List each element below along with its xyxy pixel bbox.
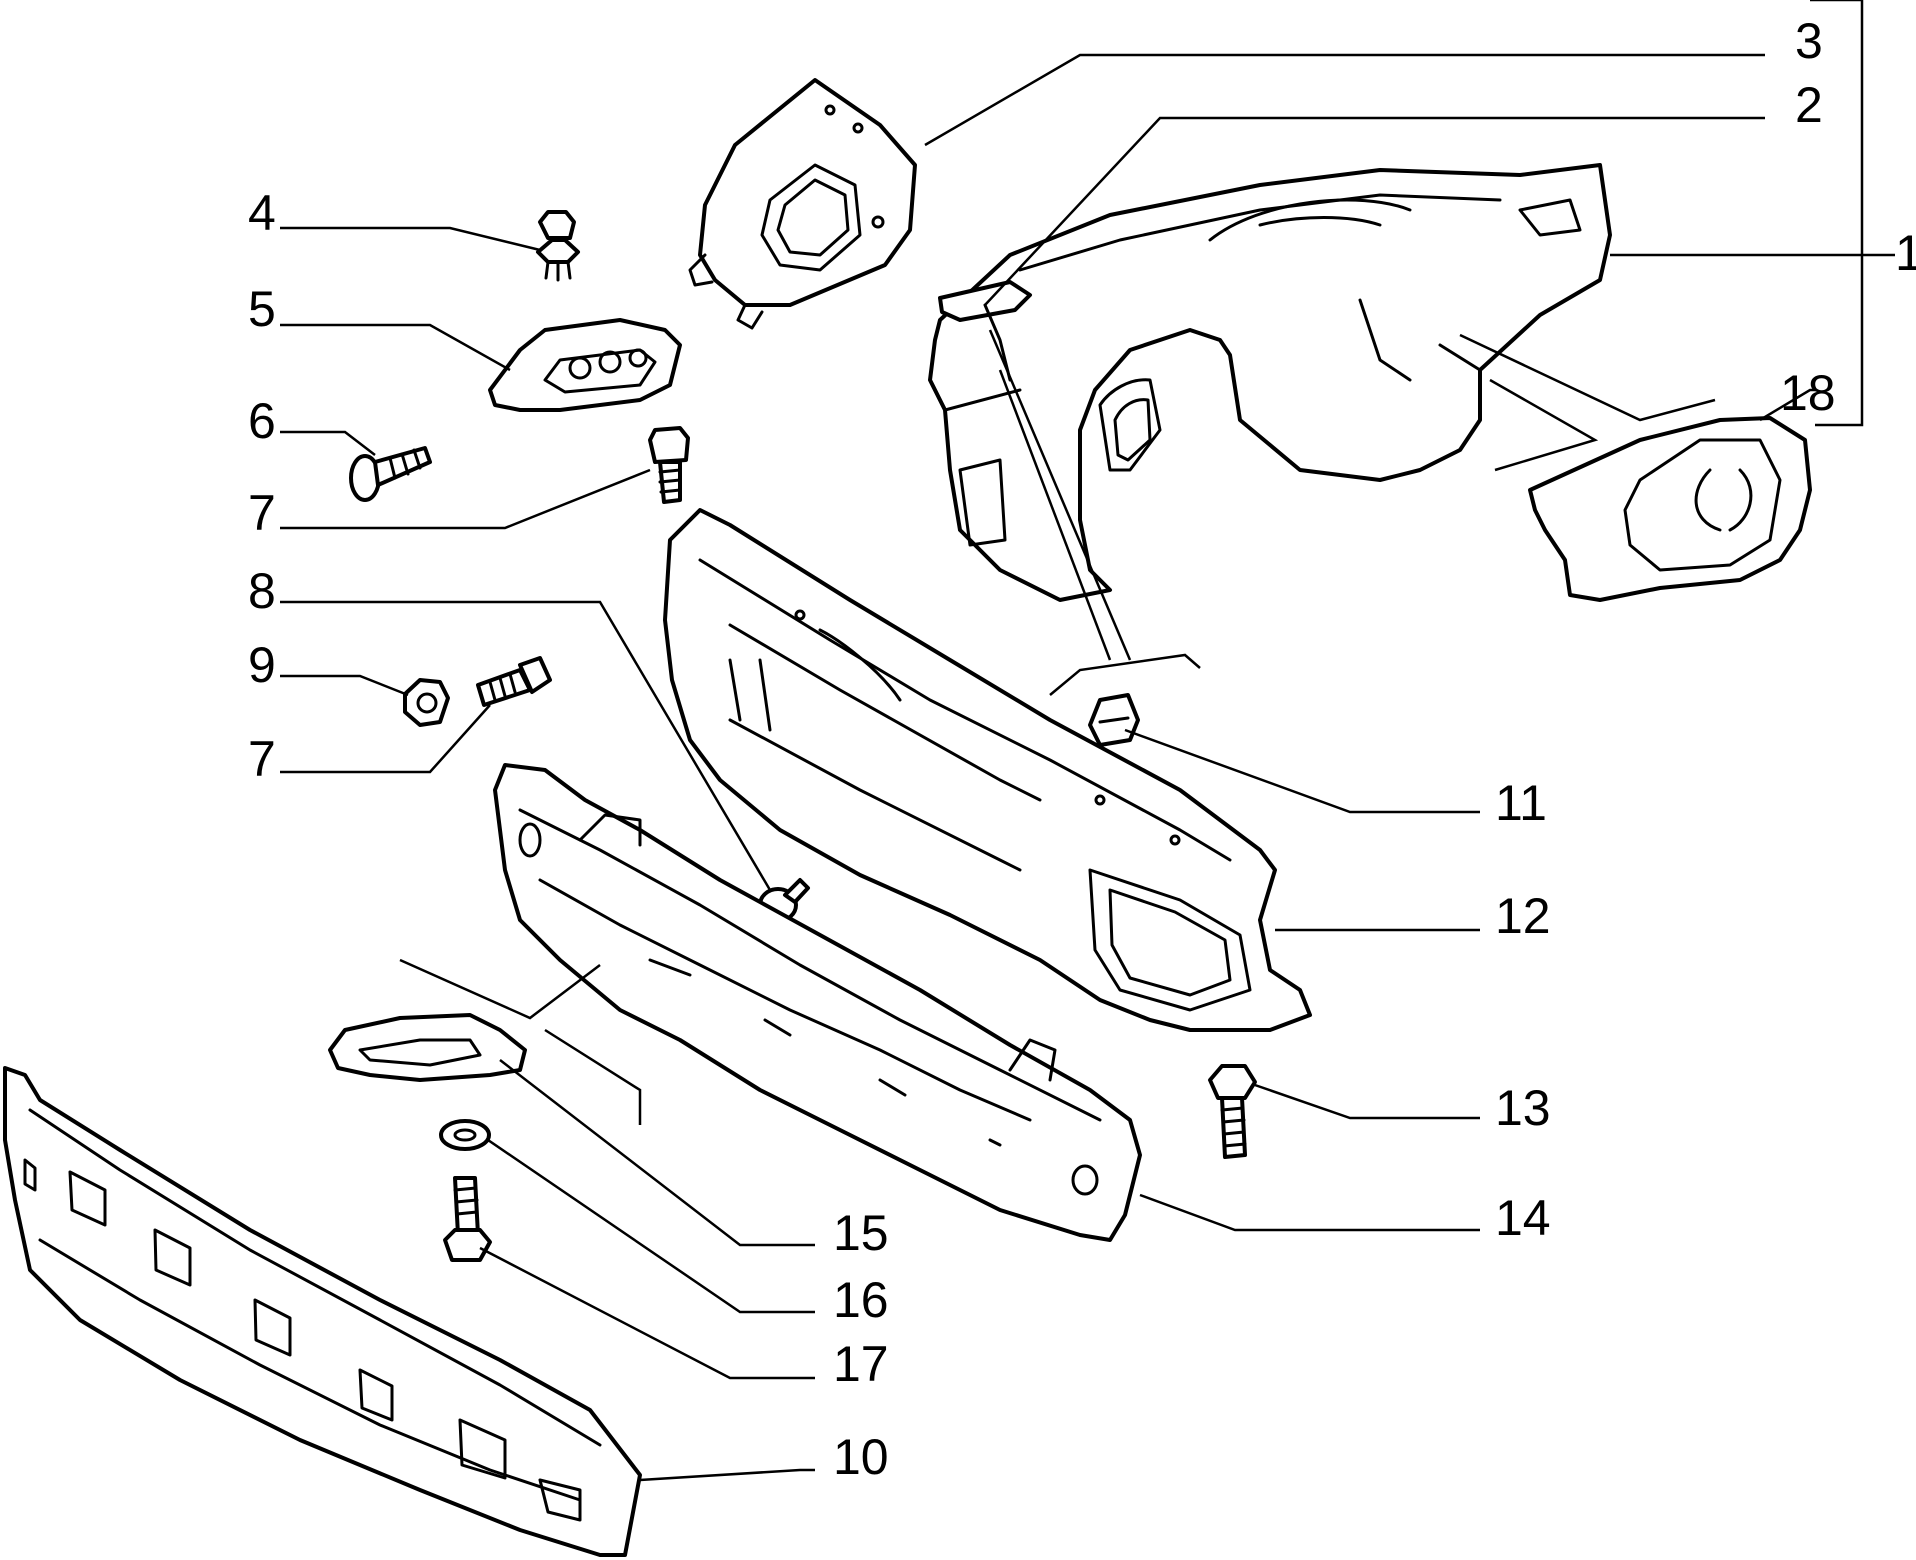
callout-7-upper: 7: [248, 485, 276, 541]
callout-14: 14: [1495, 1190, 1551, 1246]
callout-9: 9: [248, 637, 276, 693]
part-16-washer: [439, 1119, 491, 1151]
callout-13: 13: [1495, 1080, 1551, 1136]
callout-4: 4: [248, 185, 276, 241]
callout-3: 3: [1795, 13, 1823, 69]
part-7-bolt-lower: [476, 656, 552, 707]
part-10-bumper-beam: [3, 1066, 642, 1557]
callout-1: 1: [1895, 225, 1916, 281]
part-15-bracket-plate: [328, 1013, 527, 1082]
part-12-front-crossmember: [663, 508, 1312, 1032]
callout-7-lower: 7: [248, 731, 276, 787]
callout-5: 5: [248, 281, 276, 337]
callout-17: 17: [833, 1336, 889, 1392]
part-7-bolt-upper: [648, 426, 690, 504]
callout-8: 8: [248, 563, 276, 619]
callout-2: 2: [1795, 77, 1823, 133]
callout-15: 15: [833, 1205, 889, 1261]
part-13-bolt: [1208, 1064, 1257, 1159]
part-9-nut: [403, 678, 450, 727]
part-5-grommet: [488, 318, 682, 412]
part-17-bolt: [443, 1176, 492, 1262]
callout-18: 18: [1780, 365, 1836, 421]
part-4-clip: [536, 210, 580, 282]
callout-labels: 3 2 1 18 4 5 6 7 8 9 7 11 12 13 14 15 16…: [248, 13, 1916, 1485]
part-2-small-bracket: [938, 280, 1032, 382]
callout-16: 16: [833, 1272, 889, 1328]
part-18-side-panel: [1528, 416, 1812, 602]
callout-12: 12: [1495, 888, 1551, 944]
callout-11: 11: [1495, 775, 1547, 831]
part-11-nut-insert: [1088, 693, 1140, 747]
leader-lines: [280, 0, 1895, 1482]
callout-10: 10: [833, 1429, 889, 1485]
part-3-bracket: [688, 78, 917, 330]
part-14-lower-beam: [493, 763, 1142, 1242]
part-1-wheelarch-panel: [928, 163, 1612, 602]
part-6-screw: [349, 446, 432, 502]
callout-6: 6: [248, 393, 276, 449]
